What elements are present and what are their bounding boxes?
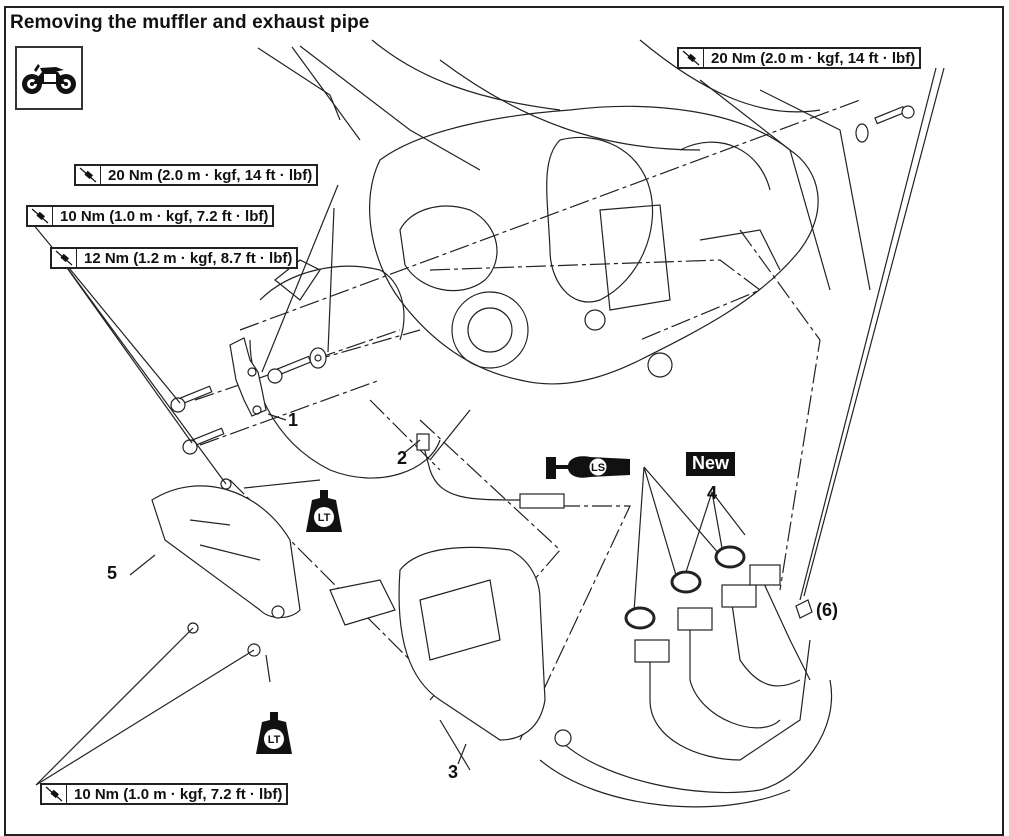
ls-label: LS [591,462,605,474]
page-title: Removing the muffler and exhaust pipe [10,12,370,33]
torque-spec-text: 20 Nm (2.0 m · kgf, 14 ft · lbf) [108,167,313,184]
callout-5: 5 [107,563,118,583]
torque-wrench-icon [28,207,53,225]
torque-spec-left-2: 10 Nm (1.0 m · kgf, 7.2 ft · lbf) [26,205,275,227]
torque-spec-left-3: 12 Nm (1.2 m · kgf, 8.7 ft · lbf) [50,247,299,269]
callout-3: 3 [448,762,459,782]
torque-wrench-icon [42,785,67,803]
torque-wrench-icon [76,166,101,184]
torque-spec-bottom-left: 10 Nm (1.0 m · kgf, 7.2 ft · lbf) [40,783,289,805]
torque-spec-text: 10 Nm (1.0 m · kgf, 7.2 ft · lbf) [74,786,283,803]
motorcycle-icon [15,46,83,110]
lt-label: LT [268,734,281,746]
lt-label: LT [318,512,331,524]
torque-spec-text: 12 Nm (1.2 m · kgf, 8.7 ft · lbf) [84,250,293,267]
lithium-soap-grease-icon: LS [546,453,644,481]
callout-4: 4 [707,483,718,503]
torque-spec-left-1: 20 Nm (2.0 m · kgf, 14 ft · lbf) [74,164,319,186]
exploded-view-illustration [27,39,945,808]
callout-1: 1 [288,410,299,430]
torque-spec-text: 10 Nm (1.0 m · kgf, 7.2 ft · lbf) [60,208,269,225]
torque-spec-top-right: 20 Nm (2.0 m · kgf, 14 ft · lbf) [677,47,922,69]
locktite-icon: LT [302,490,346,534]
new-part-badge: New [686,452,736,476]
callout-2: 2 [397,448,408,468]
torque-spec-text: 20 Nm (2.0 m · kgf, 14 ft · lbf) [711,50,916,67]
torque-wrench-icon [52,249,77,267]
torque-wrench-icon [679,49,704,67]
callout-6: (6) [816,600,838,620]
locktite-icon: LT [252,712,296,756]
